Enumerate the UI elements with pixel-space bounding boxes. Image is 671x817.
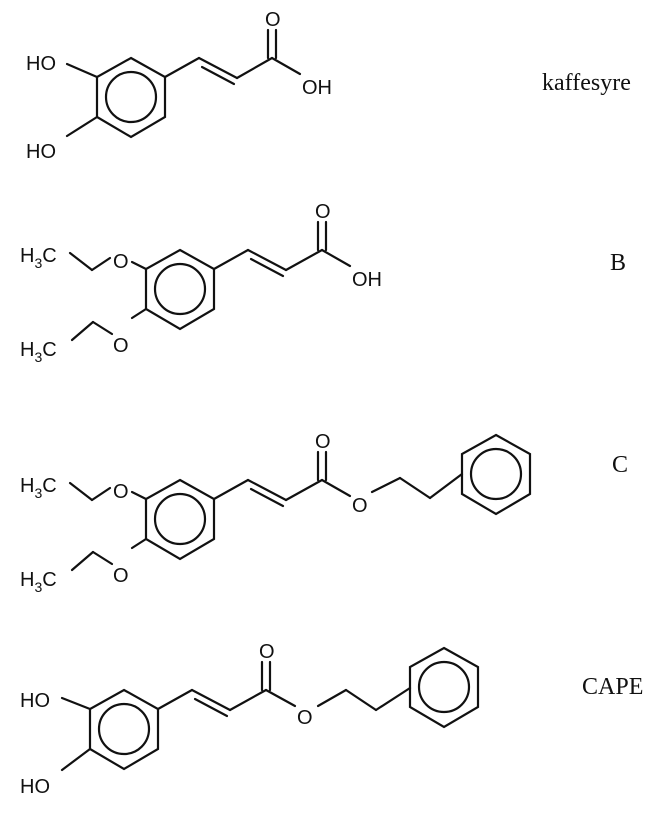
atom-ether-oxygen-lower: O — [113, 335, 129, 357]
ethoxy-lower — [70, 320, 114, 342]
compound-name-label: C — [612, 452, 628, 478]
carbonyl-double-bond — [316, 220, 328, 252]
bond-c-ester-o — [264, 688, 297, 708]
compound-name-label: B — [610, 250, 626, 276]
ethoxy-upper — [68, 481, 112, 502]
bond-c-oh — [270, 56, 302, 76]
atom-ether-oxygen-upper: O — [113, 251, 129, 273]
compound-b: H3C O H3C O O OH B — [20, 201, 626, 365]
benzene-ring — [95, 56, 167, 139]
alkene-double-bond — [246, 248, 288, 278]
atom-carbonyl-oxygen: O — [259, 641, 275, 663]
carbonyl-double-bond — [316, 450, 328, 482]
ethoxy-lower — [70, 550, 114, 572]
compound-name-label: kaffesyre — [542, 70, 631, 96]
atom-methyl-lower: H3C — [20, 569, 57, 595]
benzene-ring — [144, 478, 216, 561]
atom-ester-oxygen: O — [297, 707, 313, 729]
bond-ring-vinyl — [212, 478, 250, 501]
bond-vinyl-carbonyl — [284, 248, 324, 272]
bond-ring-vinyl — [156, 688, 194, 711]
bond-c4-o — [130, 537, 148, 550]
ethoxy-upper — [68, 251, 112, 272]
bond-c4-oh — [60, 747, 92, 772]
bond-ring-vinyl — [212, 248, 250, 271]
atom-acid-hydroxyl: OH — [352, 269, 382, 291]
compound-c: H3C O H3C O O O C — [20, 431, 628, 595]
atom-hydroxyl-upper: HO — [26, 53, 56, 75]
bond-vinyl-carbonyl — [284, 478, 324, 502]
bond-c4-o — [130, 307, 148, 320]
bond-ring-vinyl — [163, 56, 201, 79]
compound-kaffesyre: HO HO O OH kaffesyre — [26, 9, 631, 163]
atom-ester-oxygen: O — [352, 495, 368, 517]
bond-vinyl-carbonyl — [228, 688, 268, 712]
benzene-ring — [88, 688, 160, 771]
phenethyl-chain — [316, 686, 412, 712]
phenyl-ring — [408, 646, 480, 729]
atom-ether-oxygen-upper: O — [113, 481, 129, 503]
phenyl-ring — [460, 433, 532, 516]
bond-c3-o — [130, 490, 148, 501]
carbonyl-double-bond — [260, 660, 272, 692]
bond-c3-oh — [60, 696, 92, 711]
benzene-ring — [144, 248, 216, 331]
atom-carbonyl-oxygen: O — [265, 9, 281, 31]
alkene-double-bond — [246, 478, 288, 508]
atom-methyl-upper: H3C — [20, 475, 57, 501]
phenethyl-chain — [370, 472, 464, 500]
atom-ether-oxygen-lower: O — [113, 565, 129, 587]
atom-carbonyl-oxygen: O — [315, 431, 331, 453]
bond-c3-oh — [65, 62, 99, 79]
alkene-double-bond — [190, 688, 232, 718]
bond-c-oh — [320, 248, 352, 268]
atom-hydroxyl-lower: HO — [20, 776, 50, 798]
carbonyl-double-bond — [266, 28, 278, 60]
atom-acid-hydroxyl: OH — [302, 77, 332, 99]
atom-hydroxyl-upper: HO — [20, 690, 50, 712]
atom-methyl-upper: H3C — [20, 245, 57, 271]
compound-name-label: CAPE — [582, 674, 643, 700]
bond-c3-o — [130, 260, 148, 271]
alkene-double-bond — [197, 56, 239, 86]
compound-cape: HO HO O O CAPE — [20, 641, 643, 798]
bond-vinyl-carbonyl — [235, 56, 274, 80]
atom-methyl-lower: H3C — [20, 339, 57, 365]
atom-hydroxyl-lower: HO — [26, 141, 56, 163]
bond-c4-oh — [65, 115, 99, 138]
bond-c-ester-o — [320, 478, 352, 498]
atom-carbonyl-oxygen: O — [315, 201, 331, 223]
